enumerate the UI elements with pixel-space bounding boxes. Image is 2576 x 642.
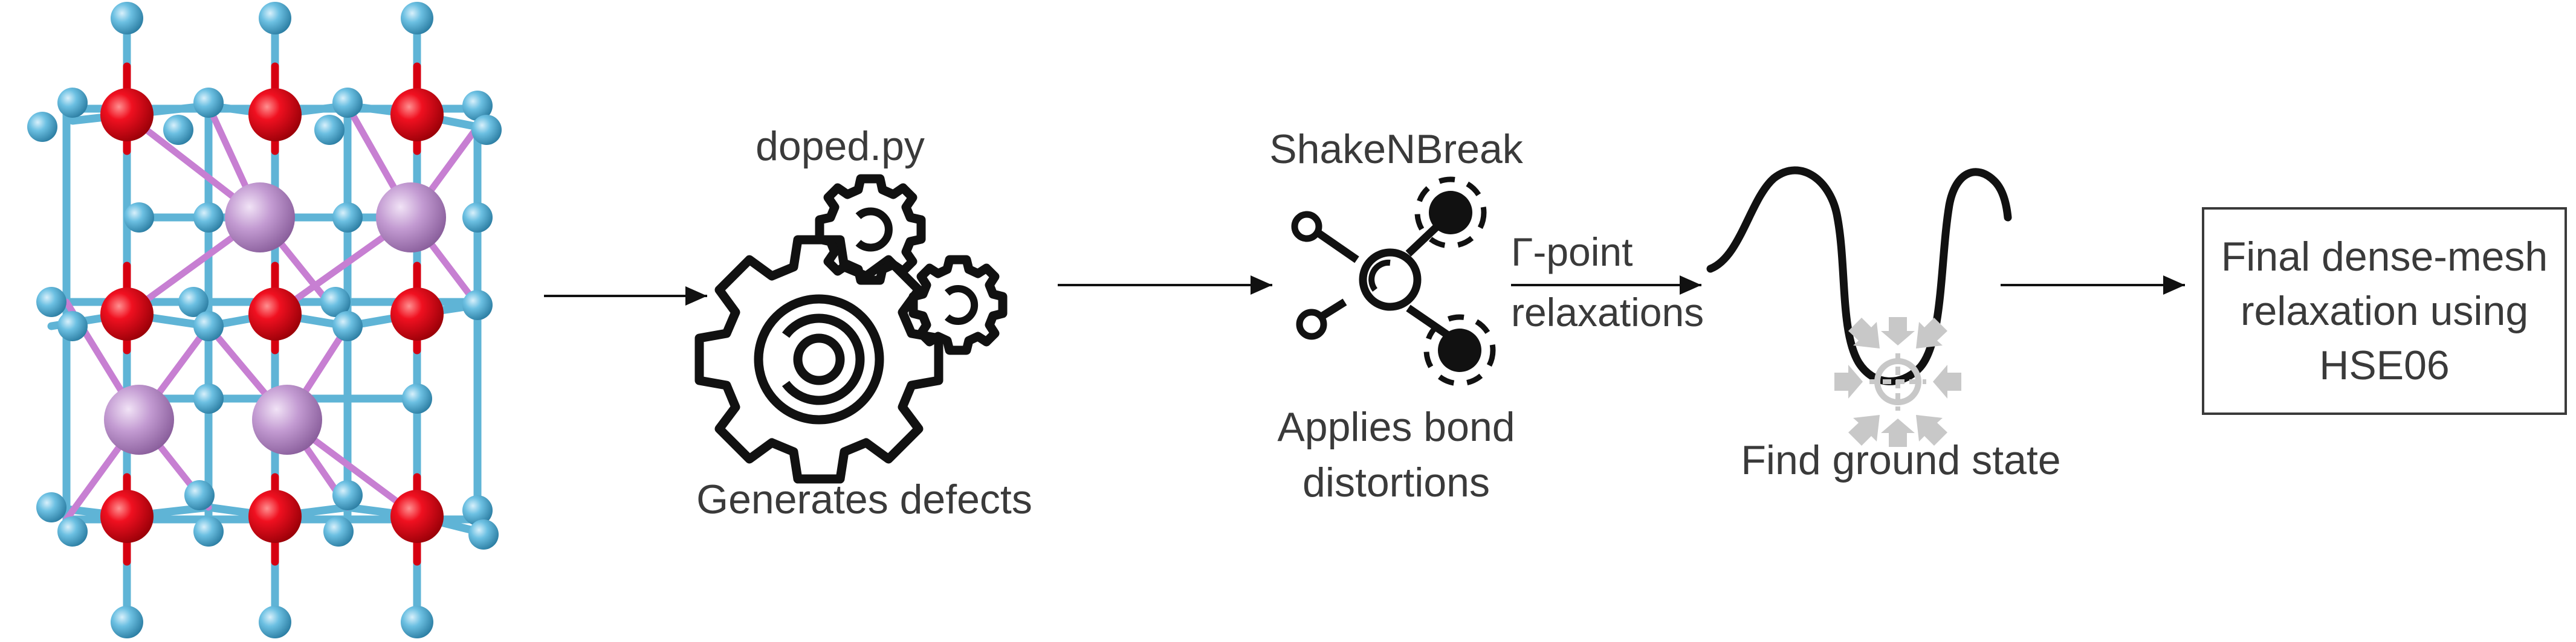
displaced-atom-bottom xyxy=(1438,329,1481,372)
distorted-molecule-icon xyxy=(1291,176,1496,387)
ground-state-target-icon xyxy=(1834,317,1961,447)
final-step-line-3: HSE06 xyxy=(2319,342,2450,388)
crystal-blue-atoms xyxy=(27,2,502,638)
small-atom-left-bottom xyxy=(1296,309,1327,340)
gears-icon xyxy=(694,174,1008,484)
center-atom xyxy=(1359,248,1422,311)
gamma-label-line-2: relaxations xyxy=(1511,290,1704,335)
crystal-structure-icon xyxy=(27,2,502,638)
small-atom-left-top xyxy=(1291,211,1322,242)
energy-curve xyxy=(1706,166,2012,385)
final-step-text: Final dense-mesh relaxation using HSE06 xyxy=(2203,208,2566,414)
flow-arrows xyxy=(544,275,2185,306)
snb-caption-line-2: distortions xyxy=(1303,460,1490,506)
final-step-box xyxy=(2202,207,2567,415)
displaced-atom-top-halo xyxy=(1414,176,1487,249)
small-gear-right-icon xyxy=(908,255,1008,355)
displaced-atom-top xyxy=(1429,191,1472,234)
small-gear-top-icon xyxy=(815,174,926,285)
doped-title: doped.py xyxy=(756,123,925,169)
energy-landscape-icon xyxy=(1706,166,2012,447)
crystal-red-atoms xyxy=(100,88,444,543)
ground-state-caption: Find ground state xyxy=(1741,437,2060,483)
displaced-atom-bottom-halo xyxy=(1423,314,1496,387)
snb-caption-line-1: Applies bond xyxy=(1277,404,1515,450)
doped-caption: Generates defects xyxy=(696,477,1032,522)
final-step-line-2: relaxation using xyxy=(2240,288,2529,334)
gamma-label-line-1: Γ-point xyxy=(1511,230,1633,274)
final-step-line-1: Final dense-mesh xyxy=(2221,234,2548,280)
crystal-metal-atoms xyxy=(104,182,446,455)
snb-title: ShakeNBreak xyxy=(1269,126,1524,172)
